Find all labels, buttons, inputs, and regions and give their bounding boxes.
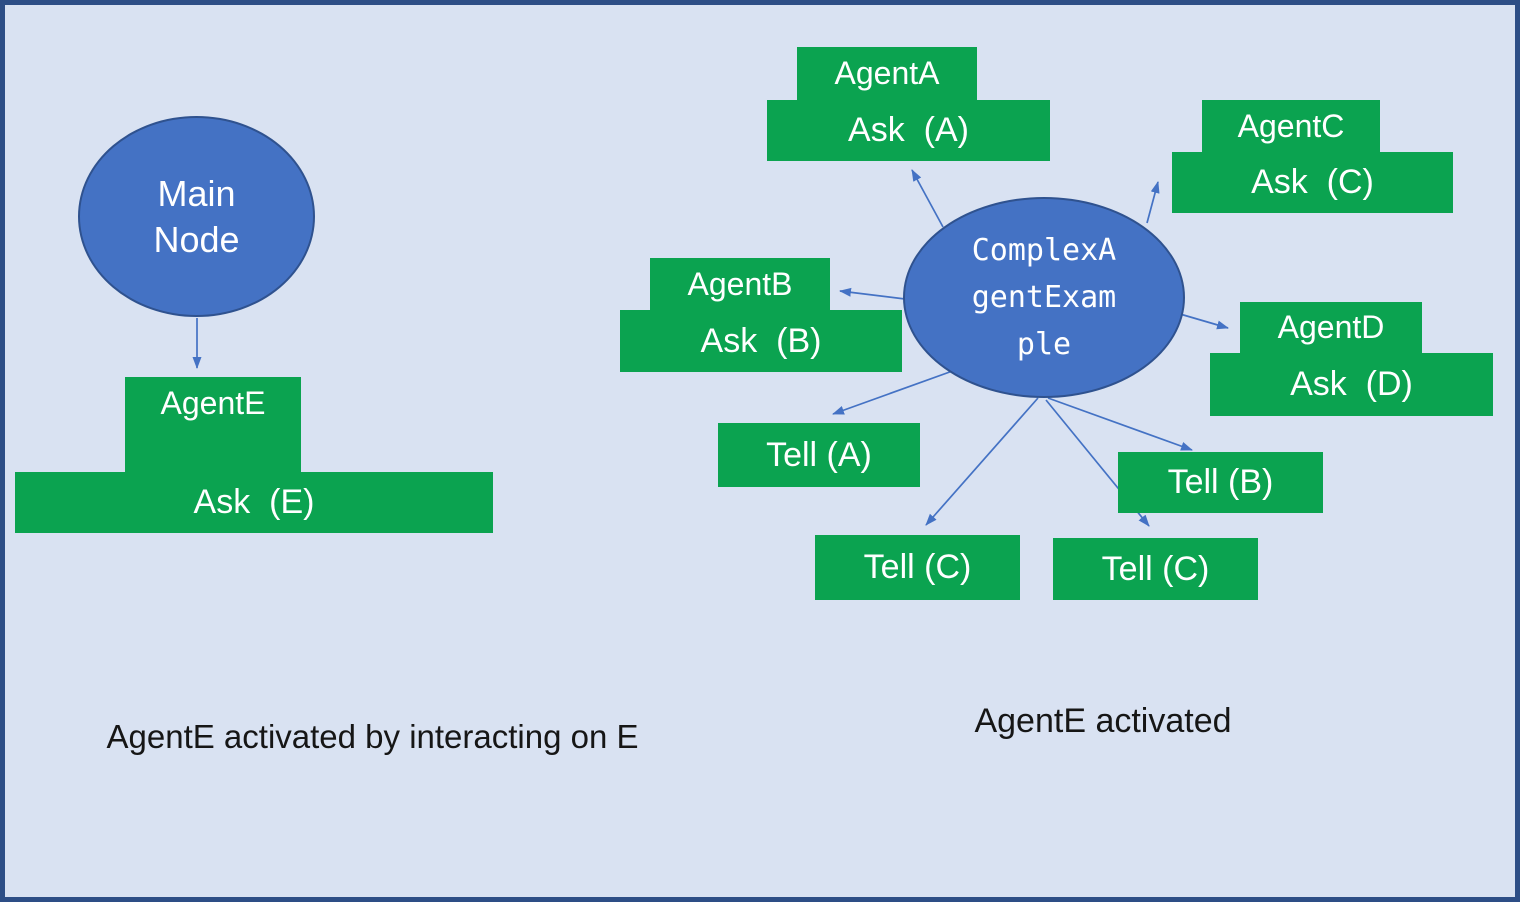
agenta-name-box: AgentA [797, 47, 977, 100]
agentc-ask-box: Ask (C) [1172, 152, 1453, 213]
tell-c-right-label: Tell (C) [1101, 549, 1210, 588]
agentd-ask-label: Ask (D) [1290, 365, 1413, 403]
main-node-ellipse: Main Node [78, 116, 315, 317]
agente-name-label: AgentE [160, 385, 266, 421]
main-node-label-line1: Main [157, 172, 236, 214]
tell-b-label: Tell (B) [1167, 463, 1274, 501]
right-caption: AgentE activated [974, 702, 1232, 740]
arrow-complex-to-ask-a [911, 169, 944, 228]
complex-label-line3: ple [1016, 327, 1072, 362]
agenta-ask-box: Ask (A) [767, 100, 1050, 161]
main-node-label-line2: Node [153, 218, 240, 260]
agentd-ask-box: Ask (D) [1210, 353, 1493, 416]
agente-ask-label: Ask (E) [193, 483, 315, 521]
tell-c-left-label: Tell (C) [863, 548, 972, 586]
arrow-complex-to-tell-a [832, 368, 959, 415]
tell-a-label: Tell (A) [766, 435, 872, 474]
agentd-name-label: AgentD [1277, 309, 1385, 345]
agenta-ask-label: Ask (A) [848, 111, 969, 149]
agentc-name-box: AgentC [1202, 100, 1380, 152]
complex-label-line1: ComplexA [971, 233, 1117, 268]
agentc-ask-label: Ask (C) [1251, 163, 1374, 201]
arrow-complex-to-ask-d [1179, 313, 1229, 330]
tell-a-box: Tell (A) [718, 423, 920, 487]
complex-label-line2: gentExam [971, 280, 1117, 315]
arrow-complex-to-ask-b [839, 287, 906, 300]
agentb-ask-label: Ask (B) [700, 321, 822, 360]
agentb-name-box: AgentB [650, 258, 830, 310]
agentc-name-label: AgentC [1237, 107, 1345, 144]
arrow-complex-to-tell-b [1047, 397, 1193, 451]
agentb-ask-box: Ask (B) [620, 310, 902, 372]
agente-ask-box: Ask (E) [15, 472, 493, 533]
agentd-name-box: AgentD [1240, 302, 1422, 353]
left-caption: AgentE activated by interacting on E [106, 718, 639, 755]
tell-c-right-box: Tell (C) [1053, 538, 1258, 600]
tell-b-box: Tell (B) [1118, 452, 1323, 513]
agenta-name-label: AgentA [834, 55, 940, 91]
arrow-complex-to-ask-c [1146, 181, 1160, 224]
arrow-complex-to-tell-c-left [925, 397, 1039, 526]
agente-name-box: AgentE [125, 377, 301, 472]
tell-c-left-box: Tell (C) [815, 535, 1020, 600]
agentb-name-label: AgentB [687, 265, 793, 302]
complex-agent-example-ellipse: ComplexA gentExam ple [903, 197, 1185, 398]
